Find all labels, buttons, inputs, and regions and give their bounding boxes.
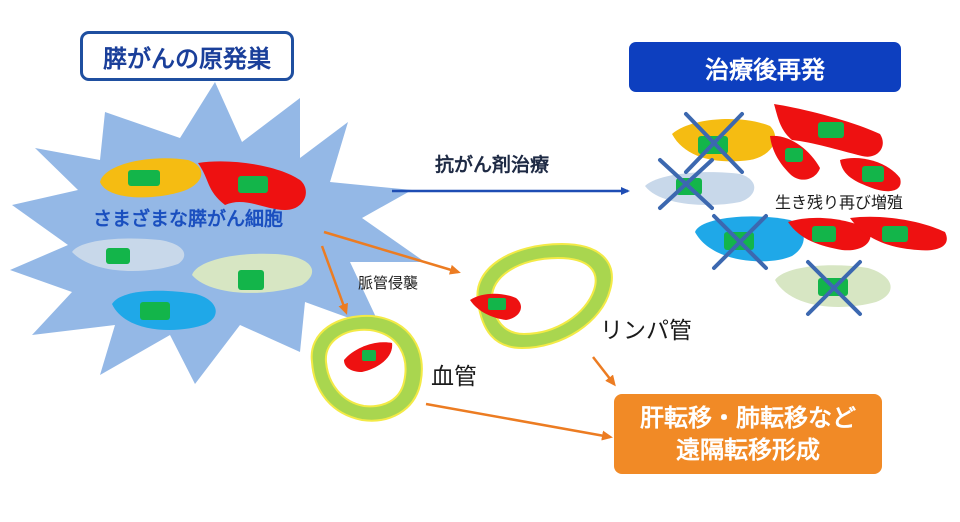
various-cells-label: さまざまな膵がん細胞: [93, 208, 284, 230]
metastasis-box: 肝転移・肺転移など 遠隔転移形成: [614, 394, 882, 474]
relapse-cell-red-top: [774, 104, 883, 157]
survive-label: 生き残り再び増殖: [775, 193, 904, 212]
relapse-cell-blue: [695, 216, 804, 262]
blood-vessel-label: 血管: [431, 364, 477, 390]
relapse-cell-red-lower-right: [850, 216, 947, 251]
metastasis-line-1: 肝転移・肺転移など: [640, 403, 856, 432]
cell-red: [198, 161, 306, 210]
cell-green: [192, 253, 313, 293]
relapse-title: 治療後再発: [629, 42, 901, 92]
relapse-cell-lightblue: [645, 172, 755, 205]
arrow-to-lymph: [323, 230, 461, 275]
relapse-cell-red-lower-mid: [788, 217, 871, 251]
cell-blue: [112, 290, 216, 330]
cell-yellow: [100, 158, 202, 198]
blood-vessel: [310, 314, 423, 422]
vascular-invasion-label: 脈管侵襲: [358, 274, 419, 292]
cell-lightblue: [72, 238, 185, 272]
metastasis-line-2: 遠隔転移形成: [676, 436, 820, 464]
arrow-to-blood: [320, 245, 348, 315]
primary-tumor-starburst: [10, 82, 425, 384]
x-cross-icon: [658, 112, 862, 316]
primary-tumor-title: 膵がんの原発巣: [80, 31, 294, 81]
relapse-cell-red-right: [840, 158, 901, 192]
lymph-vessel: [470, 242, 613, 350]
chemo-label: 抗がん剤治療: [435, 154, 550, 176]
arrow-blood-to-metastasis: [425, 402, 613, 441]
lymph-vessel-label: リンパ管: [600, 318, 692, 344]
arrow-lymph-to-metastasis: [592, 356, 616, 387]
relapse-cell-red-mid: [770, 135, 820, 180]
